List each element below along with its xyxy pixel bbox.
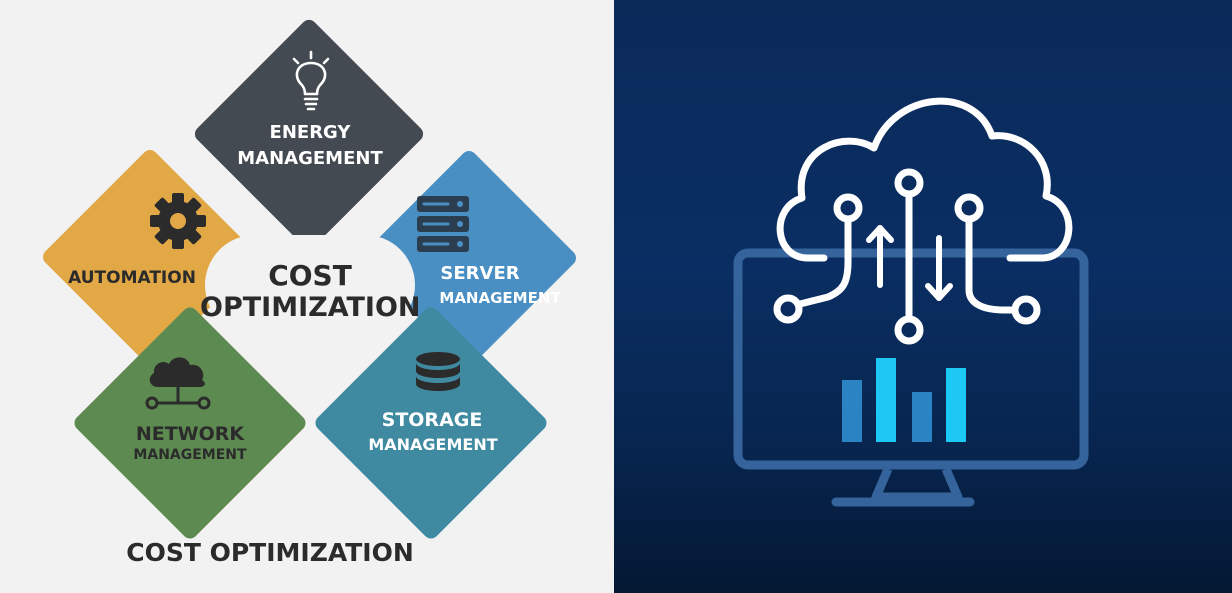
center-title-line2: OPTIMIZATION xyxy=(200,292,421,323)
bar-chart-icon xyxy=(842,358,966,442)
lightbulb-icon xyxy=(292,50,330,111)
storage-label-line2: MANAGEMENT xyxy=(368,435,498,454)
center-area xyxy=(205,235,415,335)
storage-label-line1: STORAGE xyxy=(381,409,483,431)
diagram-caption: COST OPTIMIZATION xyxy=(126,538,414,567)
network-label-line1: NETWORK xyxy=(135,423,245,445)
server-label-line2: MANAGEMENT xyxy=(439,289,561,307)
cloud-monitor-illustration xyxy=(614,0,1232,593)
cloud-network-icon xyxy=(145,357,211,410)
center-title-line1: COST xyxy=(268,259,352,292)
server-label-line1: SERVER xyxy=(440,263,520,284)
server-rack-icon xyxy=(417,196,469,252)
automation-label: AUTOMATION xyxy=(68,268,196,288)
cloud-circuit-icon xyxy=(773,97,1073,345)
network-label-line2: MANAGEMENT xyxy=(133,447,247,463)
energy-label-line1: ENERGY xyxy=(269,122,351,143)
energy-label-line2: MANAGEMENT xyxy=(237,148,383,169)
cost-optimization-diagram: ENERGY MANAGEMENT AUTOMATION xyxy=(0,0,614,593)
download-arrow-icon xyxy=(925,235,953,301)
database-icon xyxy=(416,352,460,391)
gear-icon xyxy=(150,193,206,249)
upload-arrow-icon xyxy=(866,225,894,288)
